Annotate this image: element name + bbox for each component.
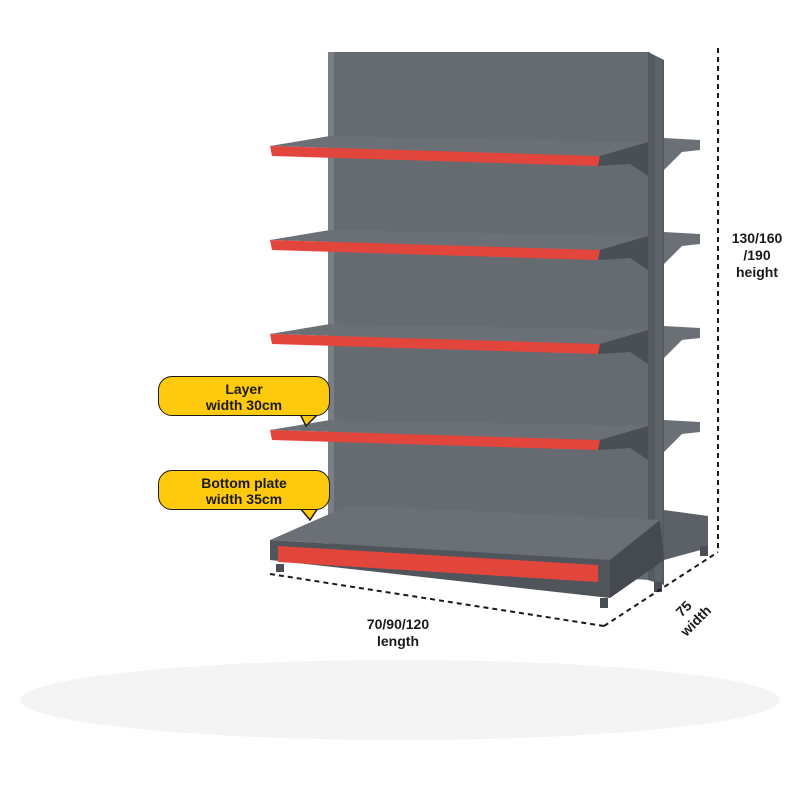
bottom-plate-width-callout: Bottom plate width 35cm (158, 470, 330, 510)
width-dimension-line (603, 551, 719, 627)
length-dimension-label: 70/90/120 length (348, 616, 448, 650)
layer-callout-line2: width 30cm (205, 397, 283, 413)
shelf-top (270, 420, 648, 440)
base-plate (270, 505, 664, 598)
foot-left (276, 564, 284, 572)
shelf-bracket (598, 236, 648, 270)
layer-callout-line1: Layer (225, 381, 263, 397)
layer-width-callout: Layer width 30cm (158, 376, 330, 416)
length-dimension-line (269, 573, 605, 627)
floor-shadow (20, 660, 780, 740)
shelf-3 (270, 324, 648, 364)
back-panel (328, 52, 650, 580)
shelf-1 (270, 136, 648, 176)
length-values: 70/90/120 (366, 616, 430, 632)
upright-post-face (655, 56, 662, 583)
foot-right (654, 582, 662, 592)
height-caption: height (736, 264, 778, 280)
bottom-callout-line2: width 35cm (205, 491, 283, 507)
shelf-price-strip (270, 334, 600, 354)
shelf-4 (270, 420, 648, 460)
shelf-price-strip (270, 430, 600, 450)
shelf-2 (270, 230, 648, 270)
height-values-line2: /190 (743, 247, 771, 263)
foot-front (600, 598, 608, 608)
shelves (270, 136, 648, 460)
base-right (664, 510, 708, 560)
foot-rear (700, 546, 708, 556)
height-values-line1: 130/160 (731, 230, 783, 246)
shelf-bracket (598, 330, 648, 364)
shelf-price-strip (270, 240, 600, 260)
shelf-price-strip (270, 146, 600, 166)
shelf-top (270, 230, 648, 250)
rear-shelf-brackets (664, 138, 700, 452)
bottom-callout-line1: Bottom plate (201, 475, 287, 491)
height-dimension-label: 130/160 /190 height (722, 230, 792, 281)
shelf-top (270, 136, 648, 156)
length-caption: length (377, 633, 419, 649)
shelf-bracket (598, 142, 648, 176)
shelf-bracket (598, 426, 648, 460)
shelf-top (270, 324, 648, 344)
